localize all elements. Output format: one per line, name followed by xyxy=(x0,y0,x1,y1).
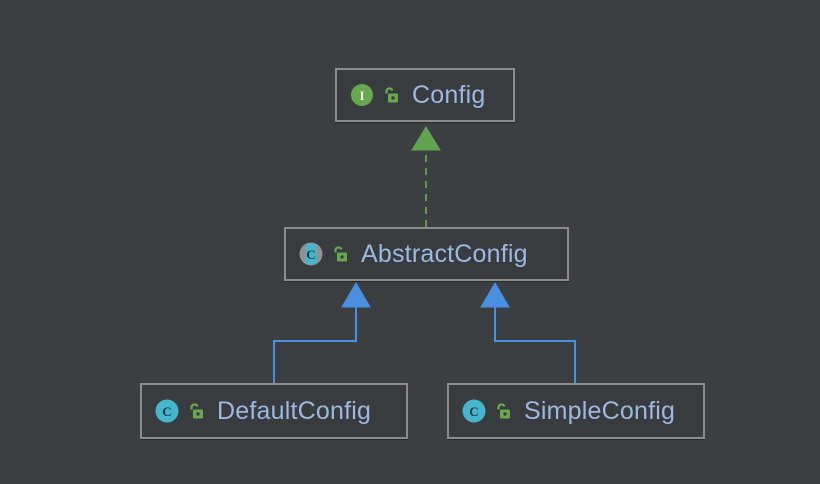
edge-implements-abstract-config[interactable] xyxy=(411,126,441,227)
class-node-label: AbstractConfig xyxy=(361,239,528,268)
abstract-class-icon: C xyxy=(299,242,323,266)
svg-text:I: I xyxy=(359,88,364,103)
node-icon-group: C xyxy=(461,398,512,424)
edge-extends-simple-config[interactable] xyxy=(480,282,576,384)
public-lock-icon xyxy=(334,246,347,262)
class-icon: C xyxy=(462,399,486,423)
class-node-config[interactable]: I Config xyxy=(335,68,515,122)
public-lock-icon xyxy=(497,403,510,419)
edge-extends-default-config[interactable] xyxy=(273,282,371,384)
public-lock-icon xyxy=(190,403,203,419)
class-node-simple-config[interactable]: C SimpleConfig xyxy=(447,383,705,439)
node-icon-group: I xyxy=(349,82,400,108)
svg-text:C: C xyxy=(162,404,171,419)
extends-simple-edge-line xyxy=(494,304,576,384)
class-node-label: DefaultConfig xyxy=(217,396,372,425)
extends-default-arrowhead xyxy=(341,282,371,308)
class-node-label: Config xyxy=(412,80,486,109)
extends-simple-arrowhead xyxy=(480,282,510,308)
implements-arrowhead xyxy=(411,126,441,151)
class-icon: C xyxy=(155,399,179,423)
extends-default-edge-line xyxy=(273,304,357,384)
class-node-default-config[interactable]: C DefaultConfig xyxy=(140,383,408,439)
svg-text:C: C xyxy=(306,247,315,262)
public-lock-icon xyxy=(385,87,398,103)
interface-icon: I xyxy=(351,84,373,106)
class-node-abstract-config[interactable]: C AbstractConfig xyxy=(284,227,569,281)
svg-text:C: C xyxy=(469,404,478,419)
node-icon-group: C xyxy=(154,398,205,424)
node-icon-group: C xyxy=(298,241,349,267)
class-node-label: SimpleConfig xyxy=(524,396,676,425)
